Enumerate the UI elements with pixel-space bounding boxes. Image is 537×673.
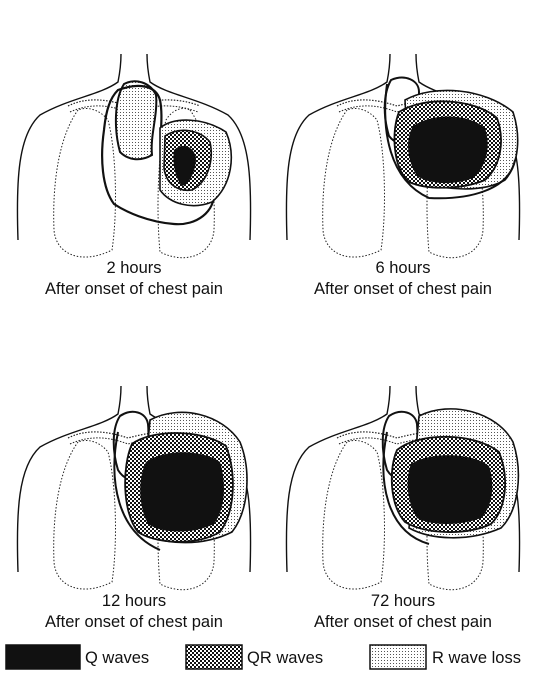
legend-swatch-r-wave-loss bbox=[370, 645, 426, 669]
caption-time: 12 hours bbox=[0, 591, 268, 612]
panel-12-hours bbox=[17, 386, 250, 590]
legend-swatch-qr-waves bbox=[186, 645, 242, 669]
caption-72-hours: 72 hours After onset of chest pain bbox=[269, 591, 537, 633]
caption-6-hours: 6 hours After onset of chest pain bbox=[269, 258, 537, 300]
panel-6-hours bbox=[286, 54, 519, 258]
caption-text: After onset of chest pain bbox=[0, 612, 268, 633]
caption-text: After onset of chest pain bbox=[269, 612, 537, 633]
caption-time: 72 hours bbox=[269, 591, 537, 612]
panel-2-hours bbox=[17, 54, 250, 258]
legend-label-q-waves: Q waves bbox=[85, 649, 149, 668]
caption-12-hours: 12 hours After onset of chest pain bbox=[0, 591, 268, 633]
caption-text: After onset of chest pain bbox=[269, 279, 537, 300]
legend-label-r-wave-loss: R wave loss bbox=[432, 649, 521, 668]
legend-label-qr-waves: QR waves bbox=[247, 649, 323, 668]
caption-text: After onset of chest pain bbox=[0, 279, 268, 300]
caption-2-hours: 2 hours After onset of chest pain bbox=[0, 258, 268, 300]
panel-72-hours bbox=[286, 386, 519, 590]
caption-time: 6 hours bbox=[269, 258, 537, 279]
caption-time: 2 hours bbox=[0, 258, 268, 279]
legend-swatch-q-waves bbox=[6, 645, 80, 669]
